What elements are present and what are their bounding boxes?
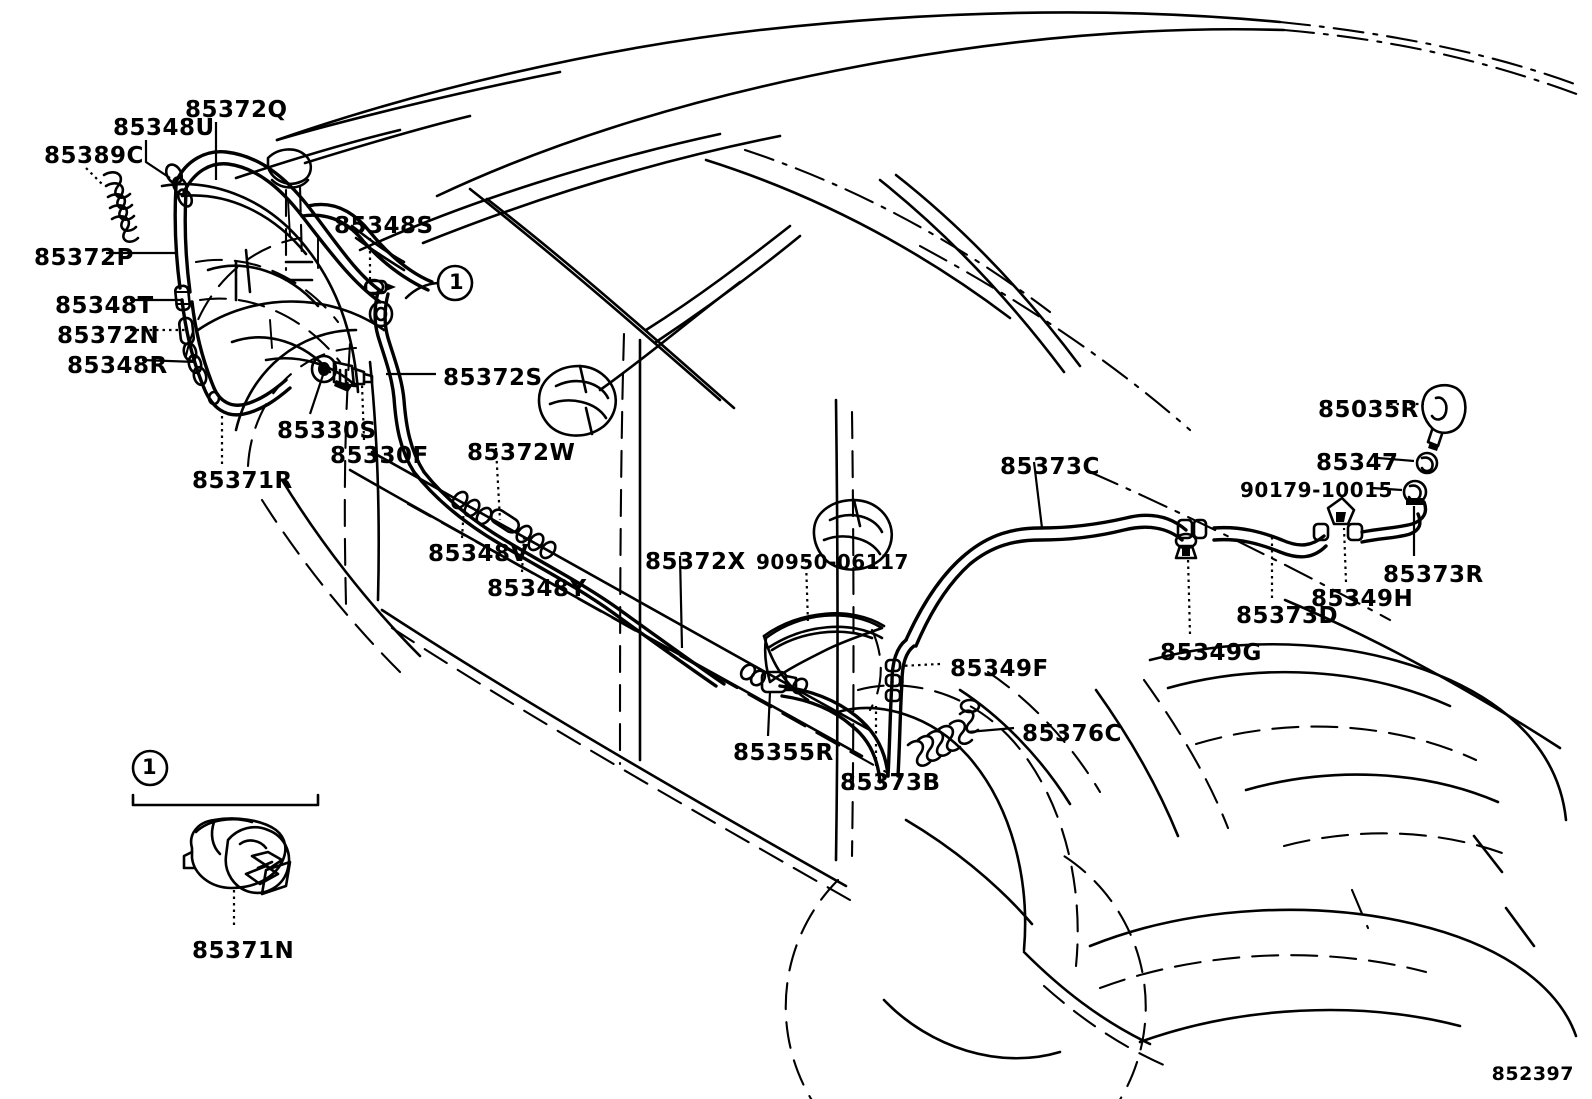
callout-85389C: 85389C xyxy=(44,143,144,169)
callout-85372S: 85372S xyxy=(443,365,543,391)
callout-85349F: 85349F xyxy=(950,656,1049,682)
inline-marker-1 xyxy=(404,264,474,302)
callout-85355R: 85355R xyxy=(733,740,834,766)
legend-bracket xyxy=(131,749,320,807)
nut-90179-10015 xyxy=(1402,479,1428,505)
callout-90950-06117: 90950-06117 xyxy=(756,550,909,574)
hose-clips-and-connectors xyxy=(102,163,1467,767)
callout-85348R: 85348R xyxy=(67,353,168,379)
motor-85371R xyxy=(207,390,221,406)
callout-85373C: 85373C xyxy=(1000,454,1100,480)
legend-marker-number: 1 xyxy=(142,755,158,779)
callout-85371N: 85371N xyxy=(192,938,295,964)
callout-85348Y: 85348Y xyxy=(487,576,587,602)
legend-part-illustration-85371N xyxy=(182,817,292,928)
callout-85347: 85347 xyxy=(1316,450,1399,476)
callout-85372N: 85372N xyxy=(57,323,160,349)
callout-85349G: 85349G xyxy=(1160,640,1262,666)
clip-85349G xyxy=(1174,518,1208,560)
callout-85349H: 85349H xyxy=(1311,586,1414,612)
leader-lines xyxy=(85,122,1424,766)
callout-85348U: 85348U xyxy=(113,115,215,141)
callout-85372P: 85372P xyxy=(34,245,134,271)
callout-85376C: 85376C xyxy=(1022,721,1122,747)
callout-85372W: 85372W xyxy=(467,440,576,466)
clamp-90950-06117 xyxy=(763,614,884,684)
spring-85389C xyxy=(102,171,140,243)
callout-85373B: 85373B xyxy=(840,770,941,796)
nozzle-85330 xyxy=(310,354,374,392)
callout-85348T: 85348T xyxy=(55,293,154,319)
diagram-id: 852397 xyxy=(1491,1063,1574,1085)
callout-85373R: 85373R xyxy=(1383,562,1484,588)
callout-85372Q: 85372Q xyxy=(185,97,288,123)
callout-85348S: 85348S xyxy=(334,213,434,239)
callout-85371R: 85371R xyxy=(192,468,293,494)
clip-85349H xyxy=(1312,496,1364,542)
callout-85330S: 85330S xyxy=(277,418,377,444)
callout-85330F: 85330F xyxy=(330,443,429,469)
grommet-85347 xyxy=(1415,451,1439,475)
connector-85355R xyxy=(739,663,809,695)
nozzle-85035R xyxy=(1421,384,1467,451)
callout-85373D: 85373D xyxy=(1236,603,1339,629)
callout-85348V: 85348V xyxy=(428,541,529,567)
callout-85372X: 85372X xyxy=(645,549,746,575)
inline-marker-number-1: 1 xyxy=(449,270,465,294)
callout-90179-10015: 90179-10015 xyxy=(1240,478,1393,502)
callout-85035R: 85035R xyxy=(1318,397,1419,423)
